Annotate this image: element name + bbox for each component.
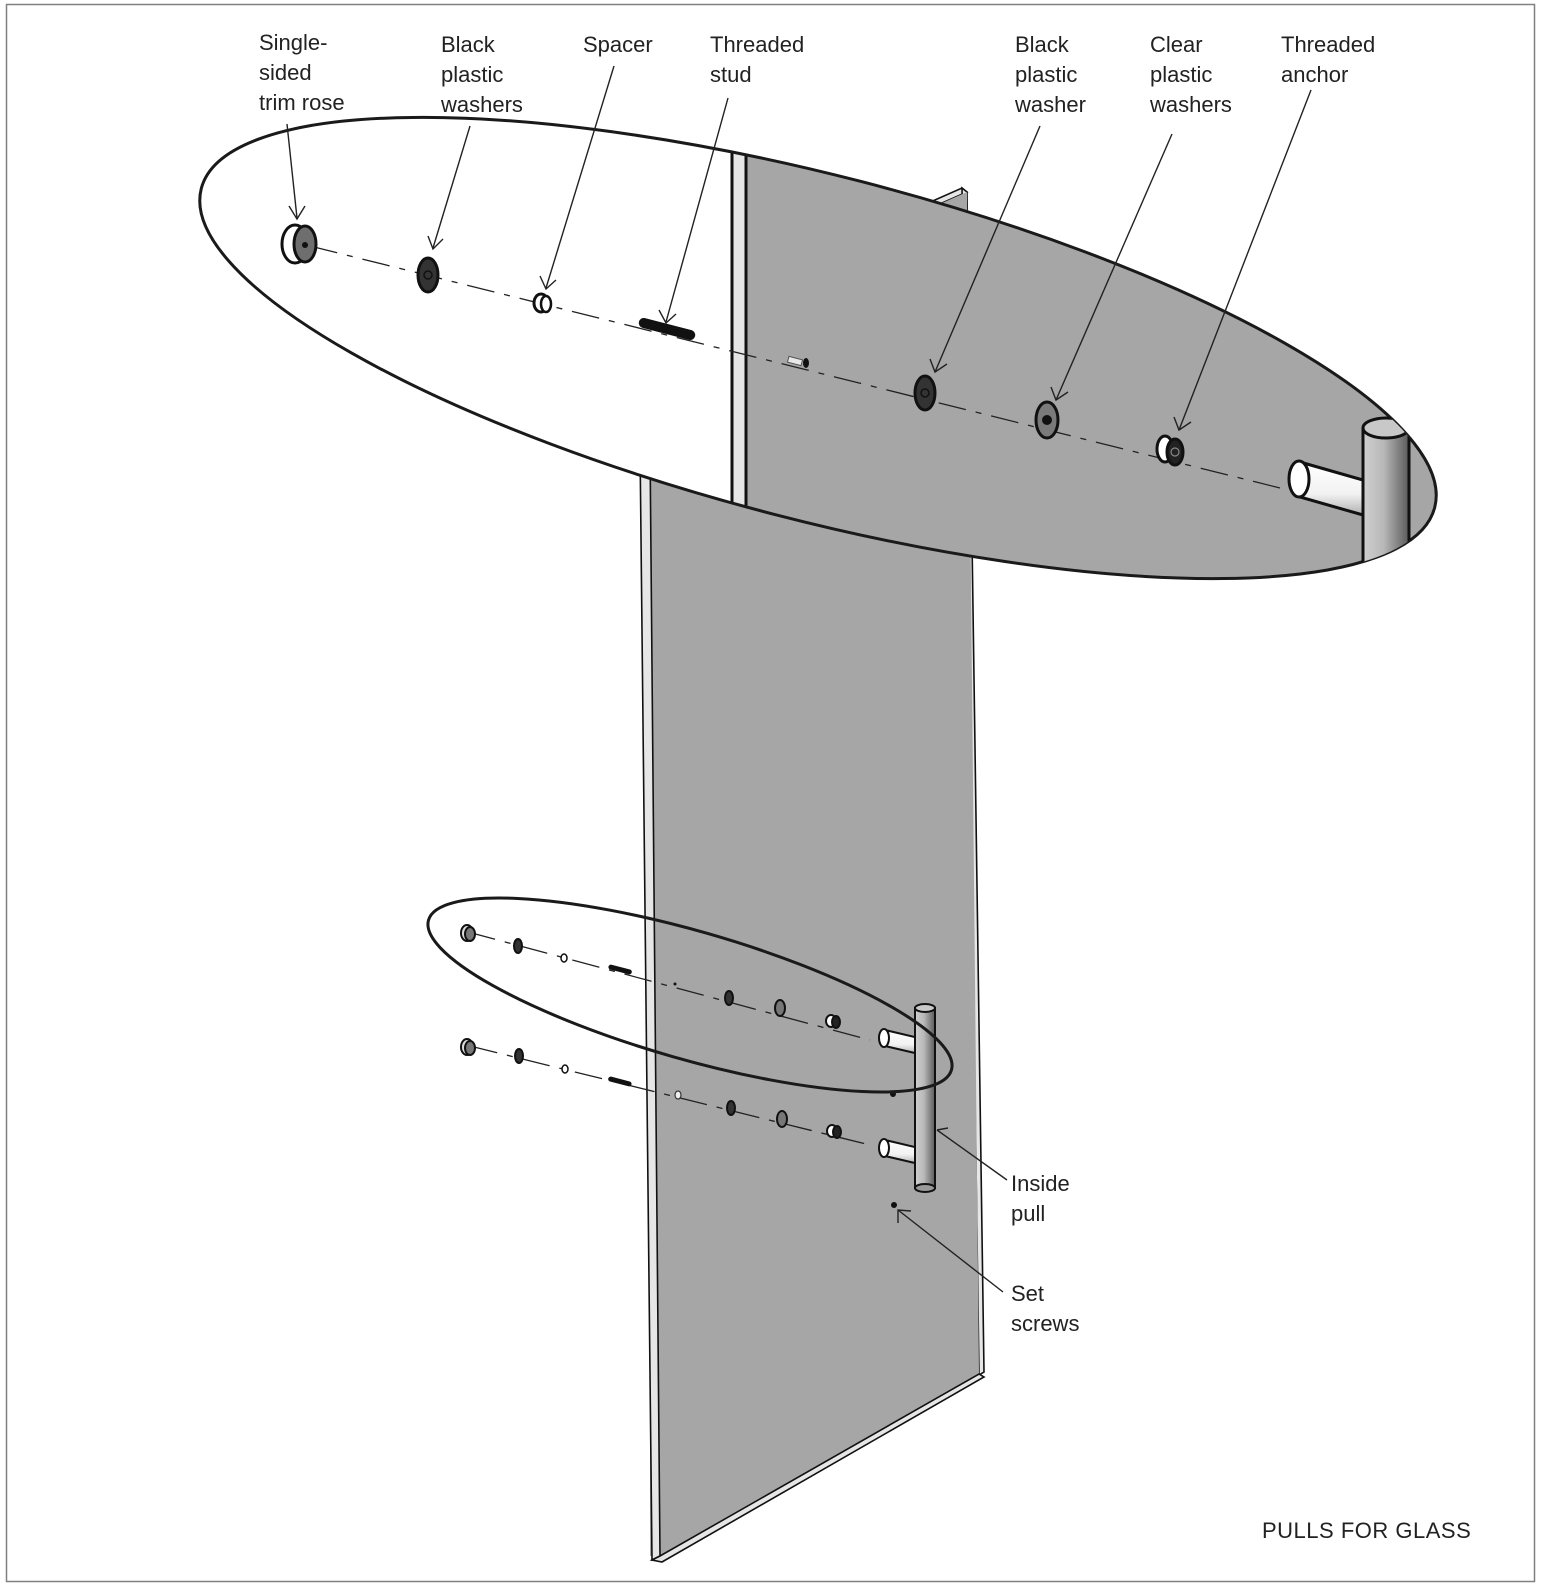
label-black-washers-line-3: washers: [440, 92, 523, 117]
label-threaded-anchor-line-2: anchor: [1281, 62, 1348, 87]
label-black-washers-line-2: plastic: [441, 62, 503, 87]
lower-assembly-axis: [469, 1045, 871, 1146]
set-screw-lower-icon: [891, 1202, 897, 1208]
label-threaded-stud-line-2: stud: [710, 62, 752, 87]
label-set-screws-line-1: Set: [1011, 1281, 1044, 1306]
small-ellipse-outline: [426, 896, 954, 1094]
label-black-washer: Black plastic washer: [1014, 32, 1086, 117]
label-inside-pull-line-2: pull: [1011, 1201, 1045, 1226]
label-clear-washers-line-3: washers: [1149, 92, 1232, 117]
black-washer-right-icon: [913, 374, 937, 412]
label-threaded-anchor-line-1: Threaded: [1281, 32, 1375, 57]
label-black-washers: Black plastic washers: [440, 32, 523, 117]
label-threaded-stud: Threaded stud: [710, 32, 804, 87]
lower-hardware-set: [460, 1038, 842, 1139]
label-black-washer-line-3: washer: [1014, 92, 1086, 117]
glass-bottom-edge: [649, 1373, 986, 1563]
assembly-axis: [309, 245, 1281, 489]
threaded-anchor-icon: [1155, 434, 1185, 467]
spacer-icon: [532, 292, 553, 314]
label-trim-rose-line-2: sided: [259, 60, 312, 85]
label-inside-pull: Inside pull: [1011, 1171, 1070, 1226]
label-spacer: Spacer: [583, 32, 653, 57]
label-clear-washers: Clear plastic washers: [1149, 32, 1232, 117]
threaded-stud-icon: [638, 317, 696, 341]
diagram-frame: [5, 3, 1536, 1583]
label-spacer-line-1: Spacer: [583, 32, 653, 57]
label-trim-rose-line-3: trim rose: [259, 90, 345, 115]
upper-assembly-axis: [467, 931, 871, 1041]
black-washer-icon: [416, 256, 440, 294]
detail-ellipse-outline: [198, 115, 1438, 581]
label-inside-pull-line-1: Inside: [1011, 1171, 1070, 1196]
label-black-washer-line-1: Black: [1015, 32, 1070, 57]
label-set-screws: Set screws: [1011, 1281, 1079, 1336]
label-threaded-stud-line-1: Threaded: [710, 32, 804, 57]
label-trim-rose: Single- sided trim rose: [259, 30, 345, 115]
diagram-title: PULLS FOR GLASS: [1262, 1518, 1471, 1543]
label-black-washers-line-1: Black: [441, 32, 496, 57]
label-trim-rose-line-1: Single-: [259, 30, 327, 55]
glass-hole-icon: [786, 355, 809, 368]
clear-washer-icon: [1034, 400, 1060, 440]
label-threaded-anchor: Threaded anchor: [1281, 32, 1375, 87]
label-set-screws-line-2: screws: [1011, 1311, 1079, 1336]
inside-pull-icon: [878, 1003, 936, 1193]
leader-lines: [286, 65, 1312, 1293]
label-clear-washers-line-2: plastic: [1150, 62, 1212, 87]
glass-detail-edge: [732, 100, 746, 620]
upper-hardware-set: [460, 924, 841, 1029]
label-black-washer-line-2: plastic: [1015, 62, 1077, 87]
trim-rose-icon: [280, 223, 318, 265]
label-clear-washers-line-1: Clear: [1150, 32, 1203, 57]
detail-callout-small: [426, 896, 954, 1208]
